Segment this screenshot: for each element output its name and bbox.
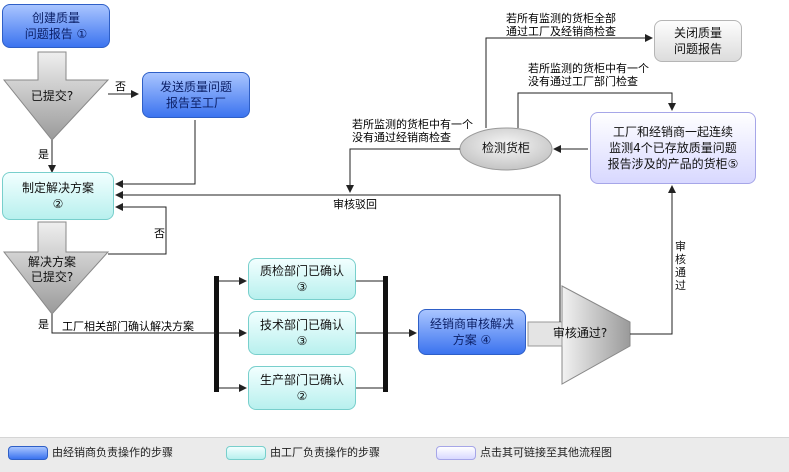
conn-plan-yes xyxy=(51,314,216,334)
label-review-passed: 审核通过 xyxy=(675,240,686,292)
conn-review-pass xyxy=(630,185,676,335)
prod-confirm-node[interactable]: 生产部门已确认 ② xyxy=(248,366,356,410)
label-yes-2: 是 xyxy=(38,318,49,331)
legend-dealer-swatch xyxy=(8,446,48,460)
close-report-node[interactable]: 关闭质量 问题报告 xyxy=(654,20,742,62)
legend-factory-text: 由工厂负责操作的步骤 xyxy=(270,446,380,459)
plan-submitted-question: 解决方案 已提交? xyxy=(27,255,76,284)
review-pass-decision-shape xyxy=(561,285,631,385)
legend-bar: 由经销商负责操作的步骤 由工厂负责操作的步骤 点击其可链接至其他流程图 xyxy=(0,437,789,472)
create-report-node[interactable]: 创建质量 问题报告 ① xyxy=(2,4,110,48)
submitted-decision-shape xyxy=(2,51,110,141)
conn-review-reject xyxy=(115,191,561,322)
label-no-1: 否 xyxy=(115,80,126,93)
bracket-bars xyxy=(214,276,388,392)
conn-all-pass xyxy=(485,34,653,128)
label-yes-1: 是 xyxy=(38,148,49,161)
legend-dealer-text: 由经销商负责操作的步骤 xyxy=(52,446,173,459)
conn-send-to-plan xyxy=(115,120,196,188)
decision-shapes xyxy=(2,51,631,385)
label-no-2: 否 xyxy=(154,227,165,240)
label-factory-fail: 若所监测的货柜中有一个 没有通过工厂部门检查 xyxy=(528,62,649,88)
label-dealer-fail: 若所监测的货柜中有一个 没有通过经销商检查 xyxy=(352,118,473,144)
conn-plan-not-submitted xyxy=(108,203,167,255)
dealer-review-node[interactable]: 经销商审核解决 方案 ④ xyxy=(418,309,526,355)
qc-confirm-node[interactable]: 质检部门已确认 ③ xyxy=(248,258,356,300)
legend-factory-swatch xyxy=(226,446,266,460)
conn-dealer-fail xyxy=(346,148,460,193)
parallel-split-bar xyxy=(214,276,219,392)
inspect-node[interactable]: 检测货柜 xyxy=(481,141,530,155)
label-review-reject: 审核驳回 xyxy=(333,198,377,211)
send-report-node[interactable]: 发送质量问题 报告至工厂 xyxy=(142,72,250,118)
legend-link-swatch xyxy=(436,446,476,460)
make-plan-node[interactable]: 制定解决方案 ② xyxy=(2,172,114,220)
review-pass-arrow-tail xyxy=(527,321,563,347)
review-pass-question: 审核通过? xyxy=(552,326,608,340)
label-all-pass: 若所有监测的货柜全部 通过工厂及经销商检查 xyxy=(506,12,616,38)
connectors xyxy=(48,34,676,392)
tech-confirm-node[interactable]: 技术部门已确认 ③ xyxy=(248,311,356,355)
label-factory-confirm: 工厂相关部门确认解决方案 xyxy=(62,320,194,333)
monitor-node[interactable]: 工厂和经销商一起连续 监测4个已存放质量问题 报告涉及的产品的货柜⑤ xyxy=(590,112,756,184)
conn-factory-fail xyxy=(517,92,676,128)
parallel-join-bar xyxy=(383,276,388,392)
legend-link-text: 点击其可链接至其他流程图 xyxy=(480,446,612,459)
submitted-question: 已提交? xyxy=(30,89,74,103)
plan-submitted-decision-shape xyxy=(2,221,110,315)
